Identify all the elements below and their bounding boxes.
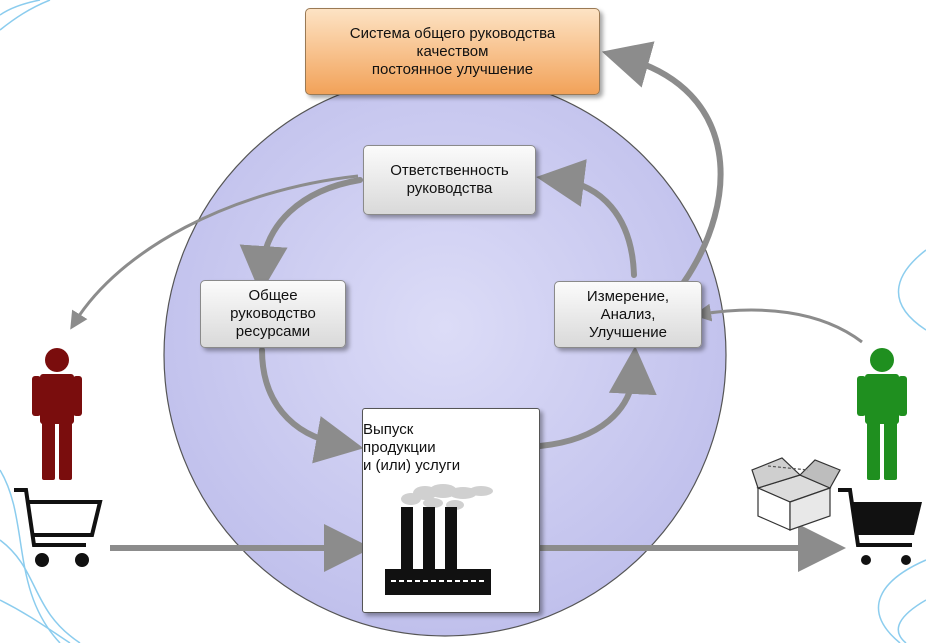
shopping-cart-icon (14, 488, 103, 567)
decorative-swoosh-right (877, 249, 926, 643)
responsibility-line1: Ответственность (390, 162, 509, 179)
top-box-line2: качеством (416, 42, 489, 60)
arrow-responsibility-to-resources (239, 177, 363, 294)
arrow-responsibility-to-customer (70, 174, 359, 330)
management-responsibility-box: Ответственность руководства (363, 145, 536, 215)
product-line1: Выпуск (363, 421, 414, 438)
measurement-line3: Улучшение (589, 323, 667, 341)
product-line3: и (или) услуги (363, 457, 461, 474)
responsibility-line2: руководства (406, 180, 493, 197)
arrow-measurement-to-responsibility (536, 159, 637, 278)
resources-line2: руководство (230, 305, 316, 322)
product-line2: продукции (363, 439, 436, 456)
arrow-resources-to-product (259, 347, 364, 464)
box-icon (751, 457, 841, 531)
decorative-swoosh-left (0, 0, 81, 643)
factory-icon (385, 484, 493, 595)
arrow-product-to-measurement (537, 346, 657, 449)
resource-management-box: Общее руководство ресурсами (200, 280, 346, 348)
arrow-customer-to-measurement (693, 303, 863, 344)
top-box-line1: Система общего руководства (349, 24, 556, 42)
measurement-line2: Анализ, (600, 305, 656, 323)
measurement-line1: Измерение, (586, 287, 670, 305)
arrow-measurement-to-top-box (601, 41, 724, 285)
resources-line1: Общее (248, 287, 298, 304)
top-box-line3: постоянное улучшение (371, 60, 534, 78)
resources-line3: ресурсами (235, 323, 311, 340)
shopping-cart-icon (838, 488, 922, 565)
quality-management-system-box: Система общего руководства качеством пос… (305, 8, 600, 95)
person-icon (857, 348, 907, 480)
product-realization-box: Выпуск продукции и (или) услуги (362, 408, 540, 613)
measurement-analysis-box: Измерение, Анализ, Улучшение (554, 281, 702, 348)
person-icon (32, 348, 82, 480)
